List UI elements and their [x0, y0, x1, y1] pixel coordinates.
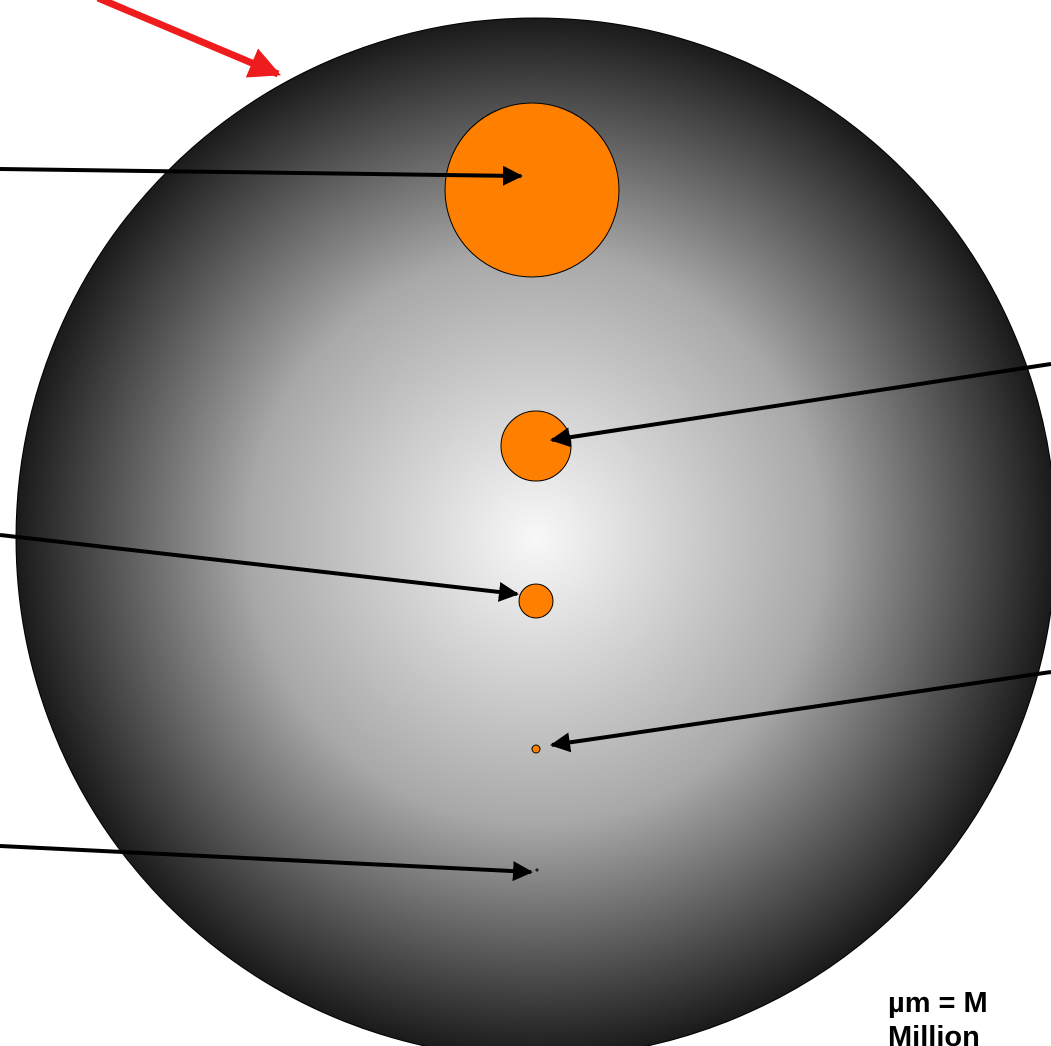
pointer-arrow-1	[0, 165, 523, 186]
pointer-arrow-4	[550, 670, 1051, 753]
particle-medium	[518, 583, 554, 619]
particle-small	[531, 744, 541, 754]
particle-smallest	[535, 868, 539, 872]
pointer-arrow-2	[550, 362, 1051, 448]
pointer-arrow-3	[0, 533, 519, 602]
pointer-arrow-5	[0, 844, 533, 882]
red-arrow-icon	[96, 0, 281, 78]
particle-large	[500, 410, 572, 482]
legend-text-line-1: µm = M	[888, 987, 988, 1019]
legend-text-line-2: Million	[888, 1021, 980, 1046]
particle-largest	[444, 102, 620, 278]
